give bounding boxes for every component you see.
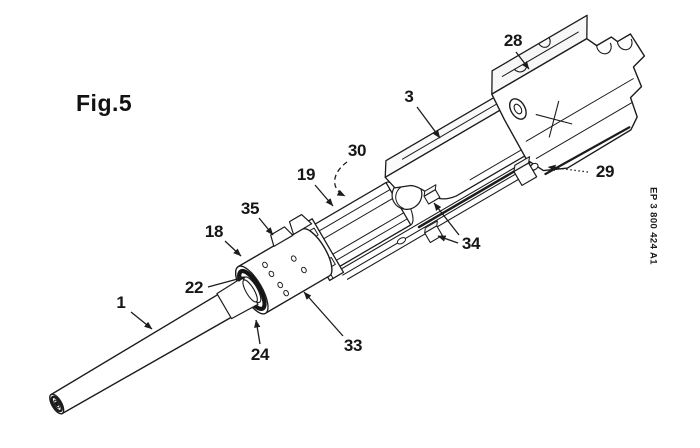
leader-34a — [433, 202, 460, 236]
leader-29 — [547, 164, 589, 173]
ref-label-22: 22 — [184, 278, 204, 297]
ref-label-33: 33 — [343, 336, 363, 355]
ref-label-34: 34 — [461, 234, 481, 253]
leader-3 — [416, 106, 441, 139]
ref-label-35: 35 — [240, 199, 260, 218]
rear-block — [491, 14, 646, 176]
leader-28 — [515, 51, 530, 70]
leader-19 — [314, 184, 334, 207]
leader-34b — [437, 235, 459, 244]
leader-1 — [130, 311, 153, 330]
ref-label-3: 3 — [404, 87, 414, 106]
figure-label: Fig.5 — [76, 90, 133, 116]
leader-18 — [224, 240, 242, 257]
leader-33 — [303, 291, 344, 337]
barrel-part — [50, 276, 259, 415]
ref-label-29: 29 — [595, 162, 615, 181]
leader-lines — [130, 51, 589, 345]
recoil-rods — [339, 157, 535, 280]
ref-label-28: 28 — [503, 31, 523, 50]
leader-22 — [207, 275, 246, 288]
leader-24 — [254, 319, 261, 345]
leader-30 — [334, 161, 348, 197]
latch-pair — [396, 184, 443, 245]
muzzle — [49, 393, 65, 415]
ref-label-18: 18 — [204, 222, 224, 241]
ref-label-24: 24 — [250, 345, 270, 364]
ref-label-30: 30 — [347, 141, 367, 160]
lug — [513, 156, 538, 186]
leader-35 — [258, 217, 274, 236]
ref-label-1: 1 — [116, 293, 126, 312]
clamp-bracket — [270, 213, 313, 248]
patent-number: EP 3 800 424 A1 — [647, 187, 659, 265]
ref-label-19: 19 — [296, 165, 316, 184]
